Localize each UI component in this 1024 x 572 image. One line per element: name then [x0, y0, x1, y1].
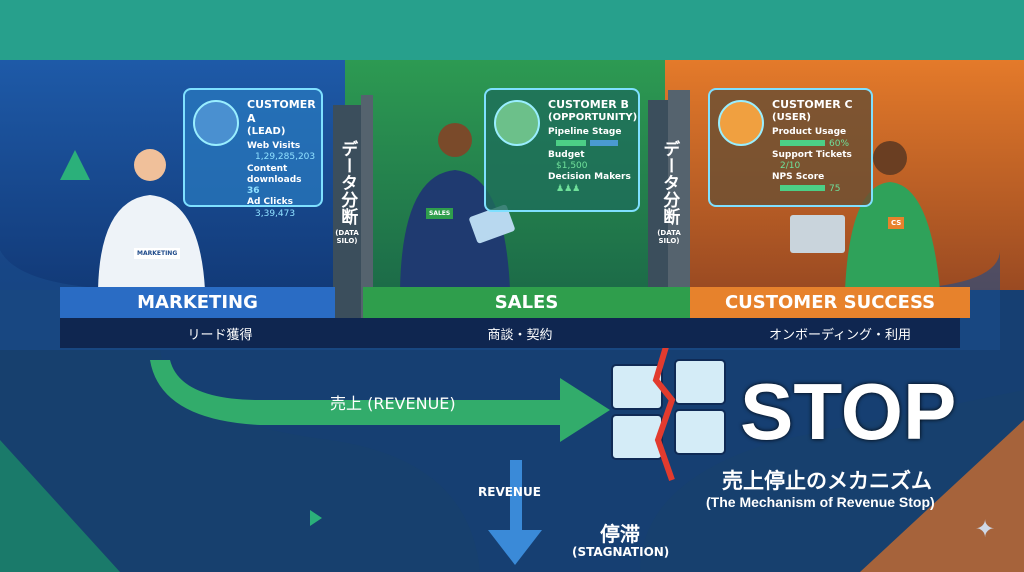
triangle-decoration [60, 150, 90, 180]
stop-subtitle-jp: 売上停止のメカニズム [722, 469, 932, 493]
data-silo-wall-2: データ分断(DATA SILO) [657, 140, 681, 246]
stage-marketing-sub: リード獲得 [187, 327, 253, 343]
avatar [718, 100, 764, 146]
top-bar [0, 0, 1024, 60]
marketing-badge: MARKETING [134, 248, 181, 259]
revenue-down-arrow [488, 460, 542, 565]
stage-sales: SALES [363, 287, 690, 318]
broken-puzzle-icon [611, 359, 726, 460]
stage-marketing: MARKETING [60, 287, 335, 318]
stagnation-en-label: (STAGNATION) [572, 545, 670, 559]
people-icon: ♟♟♟ [556, 183, 581, 194]
cs-figure [790, 141, 940, 290]
cs-badge: CS [888, 217, 905, 229]
customer-b-card: CUSTOMER B (OPPORTUNITY) Pipeline Stage … [484, 88, 640, 212]
marketer-figure [98, 149, 205, 290]
stagnation-label: 停滞 [600, 522, 640, 546]
stop-subtitle-en: (The Mechanism of Revenue Stop) [706, 494, 935, 510]
revenue-down-label: REVENUE [478, 485, 541, 499]
customer-a-card: CUSTOMER A (LEAD) Web Visits 1,29,285,20… [183, 88, 323, 219]
stage-cs-sub: オンボーディング・利用 [768, 327, 912, 343]
avatar [494, 100, 540, 146]
stop-title: STOP [740, 367, 957, 456]
sales-badge: SALES [426, 208, 454, 219]
usage-bar [780, 140, 825, 146]
customer-c-card: CUSTOMER C (USER) Product Usage 60% Supp… [708, 88, 873, 207]
revenue-label: 売上 (REVENUE) [330, 394, 456, 413]
stage-customer-success: CUSTOMER SUCCESS [690, 287, 970, 318]
nps-bar [780, 185, 825, 191]
avatar [193, 100, 239, 146]
data-silo-wall-1: データ分断(DATA SILO) [335, 140, 359, 246]
revenue-arrow [150, 360, 610, 442]
sparkle-icon: ✦ [975, 515, 996, 543]
sales-figure [400, 123, 515, 290]
stage-sales-sub: 商談・契約 [487, 327, 553, 343]
